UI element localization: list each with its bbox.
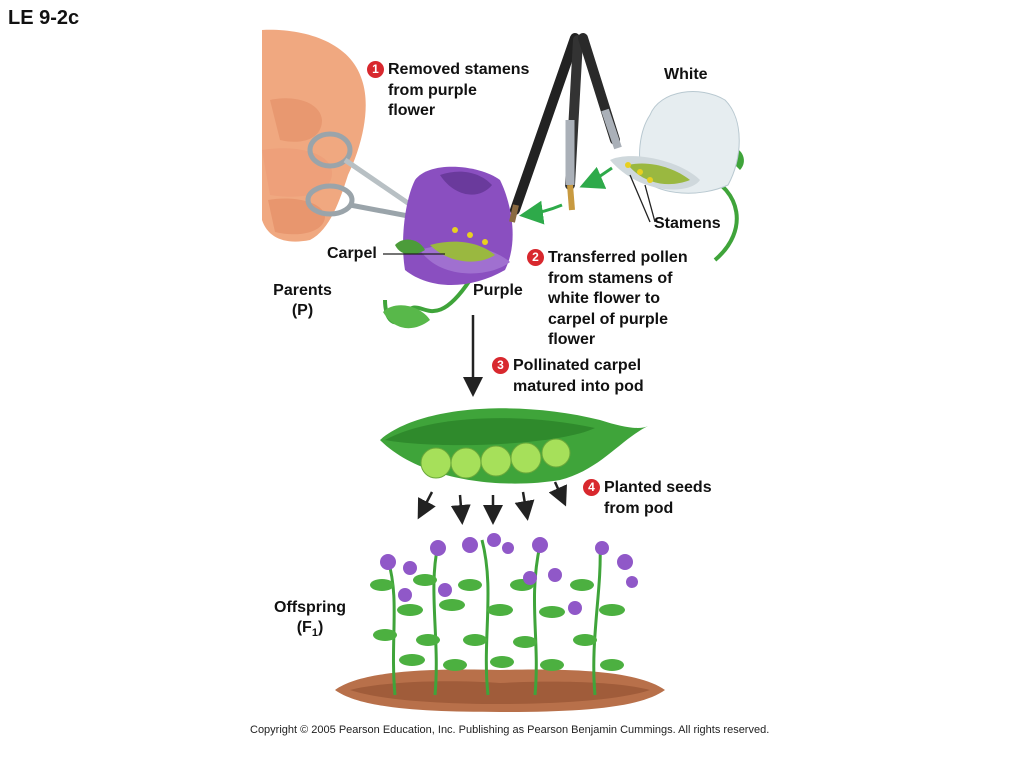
copyright-notice: Copyright © 2005 Pearson Education, Inc.… [250, 724, 770, 736]
slide-title: LE 9-2c [8, 7, 80, 29]
green-arrow-1 [579, 166, 613, 189]
step-2-line-1: Transferred pollen [548, 249, 688, 266]
step-badge-3: 3 [492, 357, 509, 374]
label-purple: Purple [473, 282, 523, 299]
pea-pod [380, 408, 648, 484]
step-3: 3 Pollinated carpel matured into pod [492, 356, 644, 397]
label-offspring: Offspring (F1) [265, 598, 355, 643]
step-badge-1: 1 [367, 61, 384, 78]
offspring-subscript: 1 [311, 627, 318, 640]
step-1-line-2: from purple [388, 81, 477, 99]
offspring-base: (F [296, 619, 312, 636]
offspring-line-1: Offspring [274, 599, 346, 616]
step-1: 1 Removed stamens from purple flower [367, 60, 530, 122]
white-flower [610, 91, 744, 262]
step-2-line-3: white flower to [548, 290, 660, 307]
step-1-line-3: flower [388, 102, 436, 119]
label-stamens: Stamens [654, 215, 721, 232]
green-arrow-2 [519, 200, 563, 225]
seed-arrow-1 [417, 491, 436, 520]
step-1-line-1: Removed stamens [388, 61, 530, 78]
step-2-line-5: flower [548, 331, 596, 348]
step-badge-2: 2 [527, 249, 544, 266]
stamens-pointer [629, 174, 651, 223]
step-4: 4 Planted seeds from pod [583, 478, 712, 519]
label-carpel: Carpel [327, 245, 377, 262]
step-2-line-2: from stamens of [548, 269, 673, 287]
offspring-close: ) [317, 619, 324, 636]
parents-line-1: Parents [273, 282, 332, 299]
offspring-line-2: (F1) [265, 618, 355, 643]
step-2-line-4: carpel of purple [548, 310, 669, 328]
step-3-line-1: Pollinated carpel [513, 357, 642, 374]
seed-arrow-2 [450, 494, 471, 525]
step-badge-4: 4 [583, 479, 600, 496]
step-3-line-2: matured into pod [513, 377, 644, 395]
stamens-pointer-2 [644, 184, 656, 223]
step-4-line-1: Planted seeds [604, 479, 712, 496]
paint-brushes [509, 33, 622, 223]
label-white: White [664, 66, 708, 83]
step-2: 2 Transferred pollen from stamens of whi… [527, 248, 688, 351]
offspring-plants [370, 533, 638, 696]
label-parents: Parents (P) [265, 281, 340, 321]
step-4-line-2: from pod [604, 499, 674, 517]
seed-arrow-5 [548, 481, 567, 507]
seed-arrow-4 [514, 491, 535, 521]
parents-line-2: (P) [291, 302, 314, 319]
purple-flower [383, 166, 513, 329]
